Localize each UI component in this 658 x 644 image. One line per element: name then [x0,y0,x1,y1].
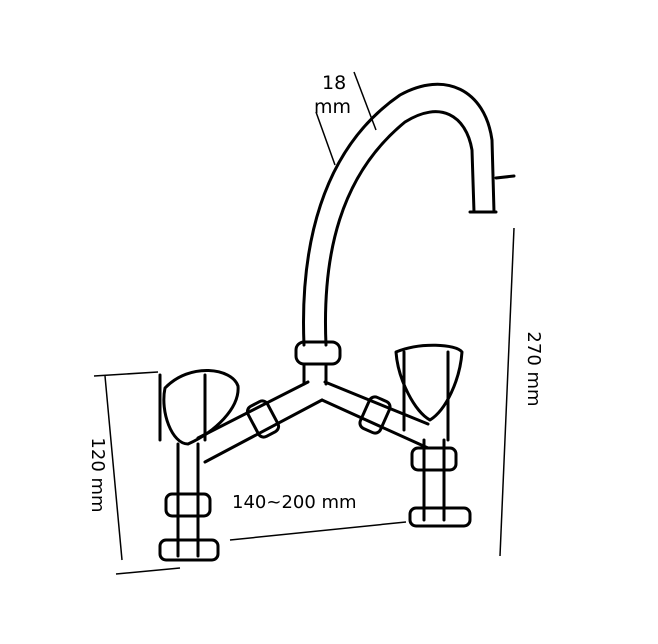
spout-height-label: 270 mm [523,331,544,407]
dimension-lines [93,71,515,575]
right-base [408,506,472,528]
pipe-diameter-leader-right [353,71,377,131]
left-valve-cap [162,369,240,446]
pipe-diameter-leader-left [315,111,336,166]
left-leg [176,442,200,558]
pipe-diameter-unit: mm [314,96,352,118]
faucet-drawing [158,82,516,562]
bridge-nut-right [358,395,392,435]
spout-stem [302,362,328,386]
base-height-bottom-tick [115,567,181,575]
left-valve-body [158,373,207,442]
center-distance-line [229,521,407,541]
base-height-line [104,375,123,561]
pipe-diameter-value: 18 [322,72,347,94]
bridge-nut-left [245,399,281,439]
right-valve-body [402,350,450,442]
bridge-right-bottom [320,398,430,450]
right-valve-cap [394,343,464,422]
left-leg-collar [164,492,212,518]
center-distance-label: 140~200 mm [232,492,357,513]
spout-inner [324,110,476,347]
right-leg-collar [410,446,458,472]
left-base [158,538,220,562]
base-height-label: 120 mm [87,437,108,513]
base-height-top-tick [93,371,159,377]
bridge-left-bottom [203,398,324,464]
spout-tip-cap [494,174,516,180]
bridge-right-top [323,380,430,426]
spout-collar [294,340,342,366]
bridge-left-top [196,380,310,440]
spout-outer [302,82,496,347]
spout-height-line [499,227,515,557]
